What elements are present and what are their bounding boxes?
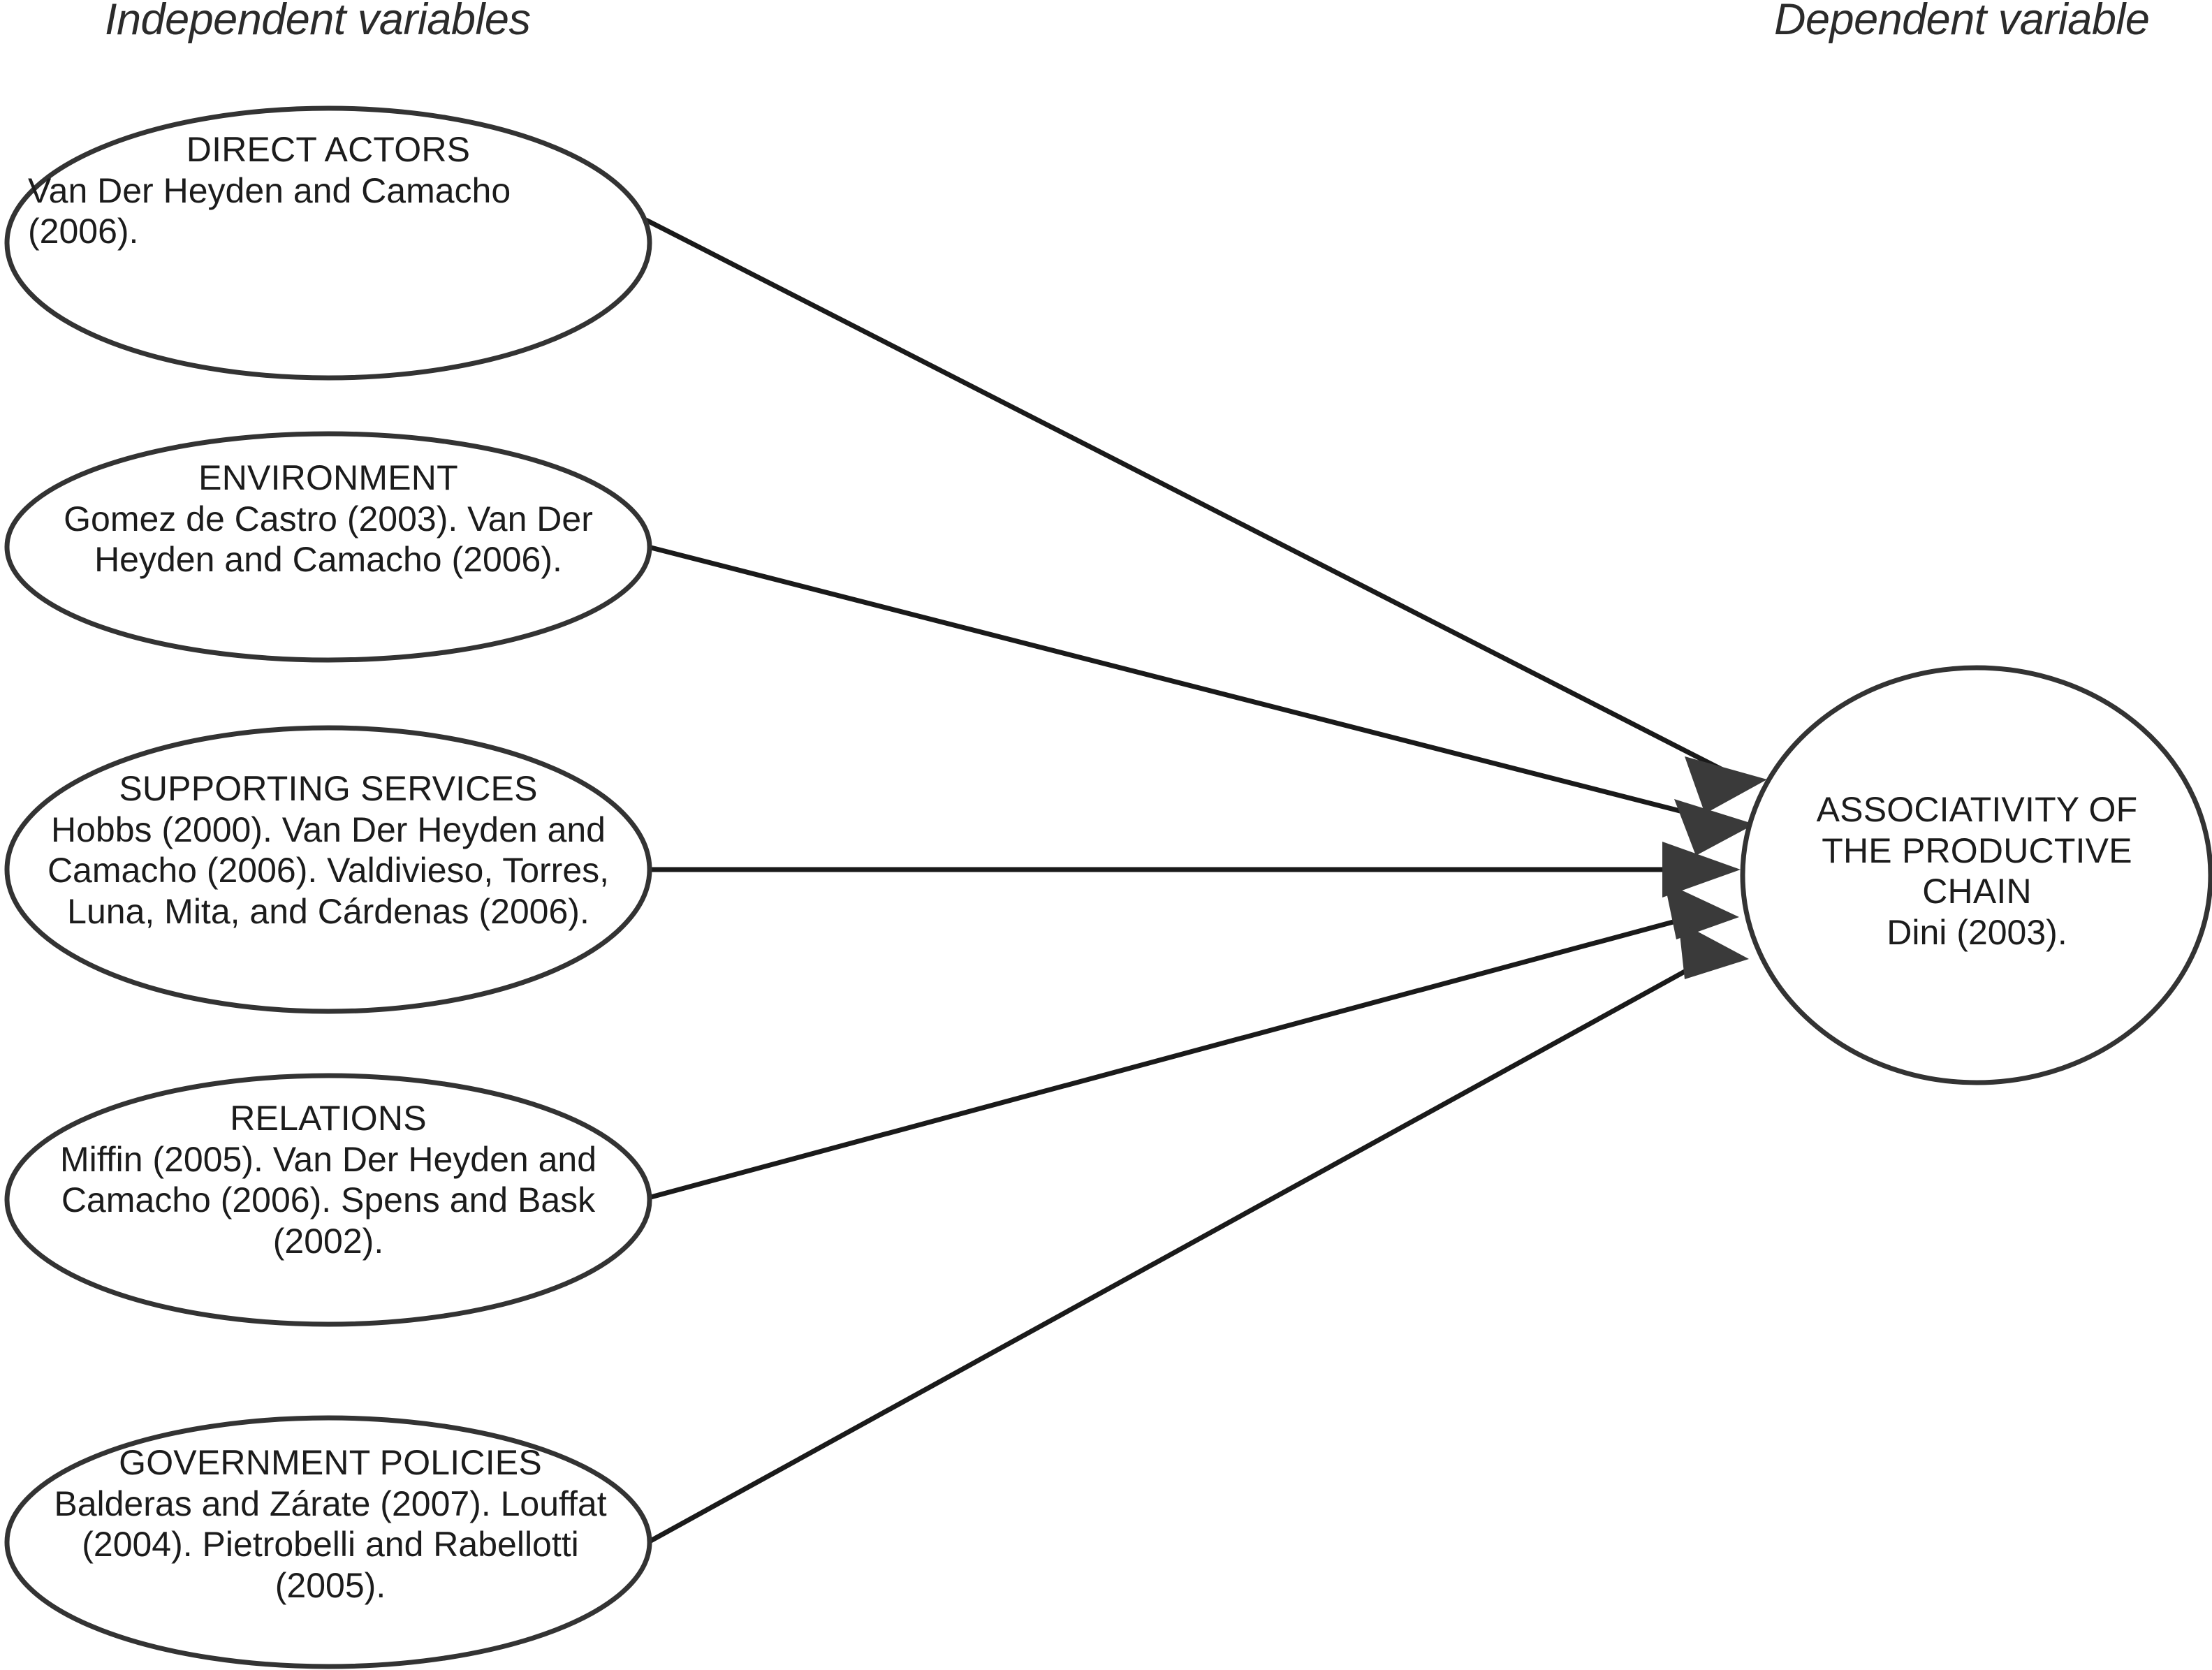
- edge-relations-to-associativity: [647, 911, 1705, 1201]
- edge-government-policies-to-associativity: [647, 953, 1714, 1545]
- arrowhead-environment: [1674, 799, 1755, 856]
- node-environment[interactable]: [4, 431, 652, 663]
- edge-direct-actors-to-associativity: [645, 217, 1727, 774]
- edge-environment-to-associativity: [647, 544, 1716, 823]
- node-associativity-productive-chain[interactable]: [1740, 665, 2212, 1085]
- arrowhead-relations: [1664, 882, 1739, 939]
- node-direct-actors[interactable]: [4, 105, 652, 381]
- independent-variables-header: Independent variables: [105, 0, 531, 44]
- arrowhead-direct-actors: [1685, 756, 1767, 814]
- node-relations[interactable]: [4, 1073, 652, 1327]
- node-supporting-services[interactable]: [4, 725, 652, 1014]
- arrowhead-supporting-services: [1662, 842, 1741, 898]
- dependent-variable-header: Dependent variable: [1774, 0, 2150, 44]
- arrowhead-government-policies: [1678, 921, 1749, 979]
- node-government-policies[interactable]: [4, 1415, 652, 1669]
